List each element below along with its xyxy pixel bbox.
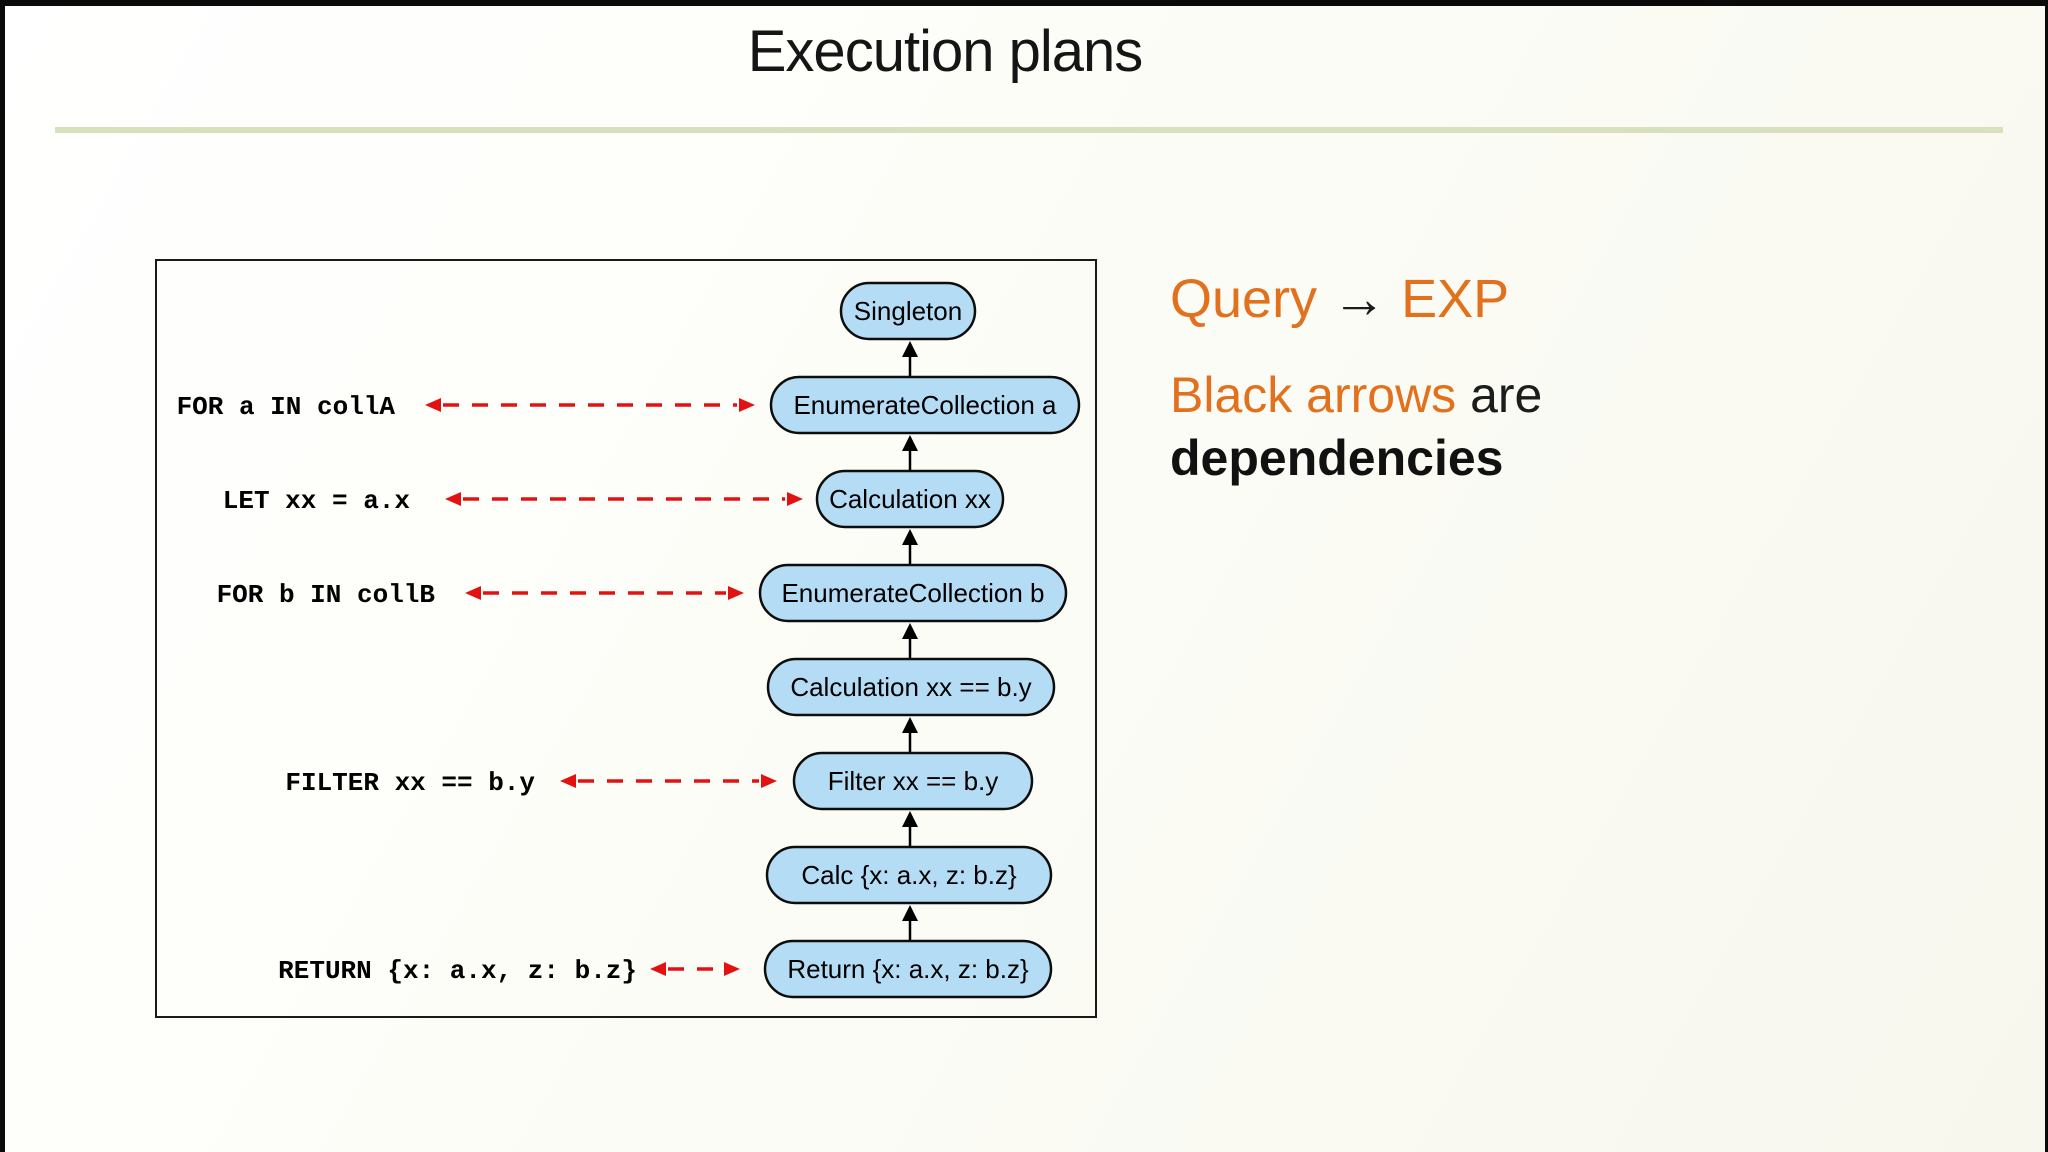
plan-node-calc-result xyxy=(765,845,1053,905)
query-word: Query xyxy=(1170,269,1318,329)
query-to-exp-line: Query → EXP xyxy=(1170,268,1542,330)
plan-node-enumerate-collection-b xyxy=(758,563,1068,623)
black-arrows-note-line1: Black arrows are xyxy=(1170,364,1542,427)
title-underline xyxy=(55,127,2003,133)
annotations-block: Query → EXP Black arrows are dependencie… xyxy=(1170,268,1542,490)
plan-node-label: Filter xx == b.y xyxy=(828,766,999,796)
left-arrowhead-icon xyxy=(445,492,461,506)
up-arrowhead-icon xyxy=(902,717,918,733)
up-arrowhead-icon xyxy=(902,435,918,451)
dependencies-word: dependencies xyxy=(1170,430,1504,486)
left-arrowhead-icon xyxy=(560,774,576,788)
dependency-arrowheads xyxy=(902,341,918,921)
left-arrowhead-icon xyxy=(465,586,481,600)
up-arrowhead-icon xyxy=(902,623,918,639)
diagram-border-box xyxy=(155,259,1097,1018)
right-arrowhead-icon xyxy=(761,774,777,788)
page-title: Execution plans xyxy=(747,19,1143,84)
query-line-label: FOR b IN collB xyxy=(217,580,436,610)
plan-node-label: Calculation xx xyxy=(829,484,991,514)
query-line-label: RETURN {x: a.x, z: b.z} xyxy=(278,956,637,986)
query-link-arrows xyxy=(443,403,785,971)
up-arrowhead-icon xyxy=(902,341,918,357)
exp-word: EXP xyxy=(1401,269,1510,329)
plan-node-return xyxy=(763,939,1053,999)
plan-node-enumerate-collection-a xyxy=(769,375,1081,435)
right-arrowhead-icon xyxy=(728,586,744,600)
query-line-label: LET xx = a.x xyxy=(223,486,410,516)
plan-node-calculation-xx xyxy=(815,469,1005,529)
up-arrowhead-icon xyxy=(902,529,918,545)
right-arrowhead-icon xyxy=(787,492,803,506)
plan-node-label: Return {x: a.x, z: b.z} xyxy=(787,954,1029,984)
plan-node-calculation-filter-expr xyxy=(766,657,1056,717)
right-arrowhead-icon xyxy=(739,398,755,412)
black-arrows-note: Black arrows are dependencies xyxy=(1170,364,1542,490)
black-arrows-phrase: Black arrows xyxy=(1170,367,1457,423)
are-word: are xyxy=(1456,367,1543,423)
plan-node-label: Calculation xx == b.y xyxy=(790,672,1031,702)
plan-node-singleton xyxy=(839,281,977,341)
execution-plan-diagram: FOR a IN collA LET xx = a.x FOR b IN col… xyxy=(155,259,1097,1018)
plan-node-label: EnumerateCollection b xyxy=(781,578,1044,608)
plan-node-filter xyxy=(792,751,1034,811)
left-arrowhead-icon xyxy=(425,398,441,412)
left-arrowhead-icon xyxy=(650,962,666,976)
up-arrowhead-icon xyxy=(902,811,918,827)
query-line-label: FOR a IN collA xyxy=(177,392,396,422)
right-arrowhead-icon xyxy=(724,962,740,976)
plan-node-label: Calc {x: a.x, z: b.z} xyxy=(801,860,1017,890)
query-line-label: FILTER xx == b.y xyxy=(285,768,535,798)
plan-node-label: EnumerateCollection a xyxy=(793,390,1057,420)
right-arrow-glyph: → xyxy=(1332,269,1387,329)
query-link-arrowheads xyxy=(425,398,803,976)
up-arrowhead-icon xyxy=(902,905,918,921)
plan-node-label: Singleton xyxy=(854,296,962,326)
plan-nodes: Singleton EnumerateCollection a Calculat… xyxy=(758,281,1081,999)
